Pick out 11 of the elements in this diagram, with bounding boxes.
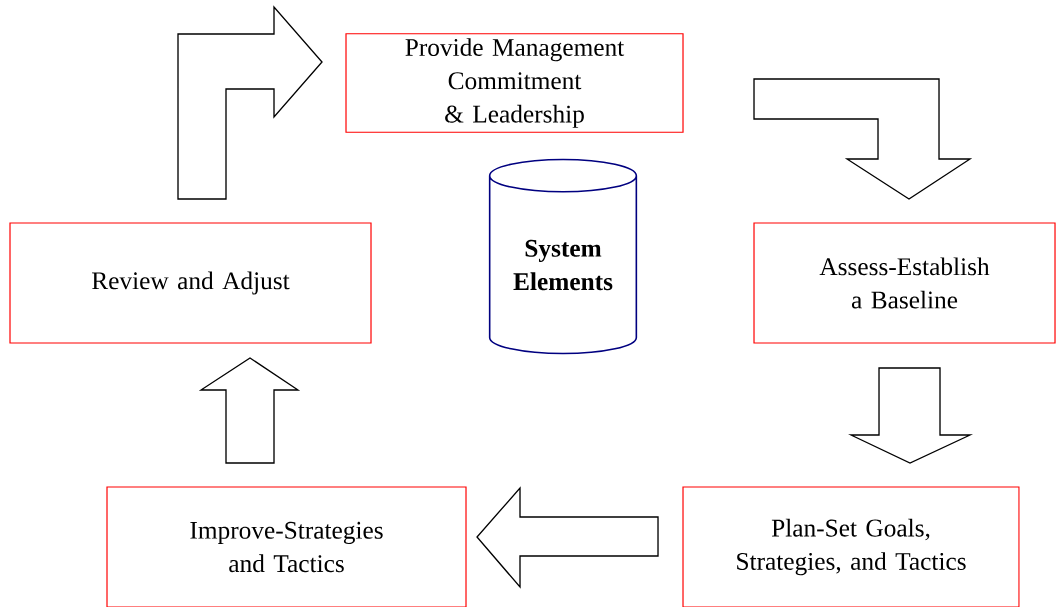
block-arrow bbox=[753, 78, 973, 200]
process-box: Plan-Set Goals, Strategies, and Tactics bbox=[682, 486, 1020, 607]
block-arrow bbox=[476, 486, 659, 589]
block-arrow bbox=[177, 5, 323, 200]
process-box: Improve-Strategies and Tactics bbox=[106, 486, 467, 607]
process-box: Provide Management Commitment & Leadership bbox=[345, 33, 684, 133]
block-arrow bbox=[198, 357, 301, 464]
process-box: Assess-Establish a Baseline bbox=[753, 222, 1056, 344]
cylinder: System Elements bbox=[488, 158, 638, 355]
block-arrow bbox=[848, 367, 973, 464]
process-box: Review and Adjust bbox=[9, 222, 372, 344]
